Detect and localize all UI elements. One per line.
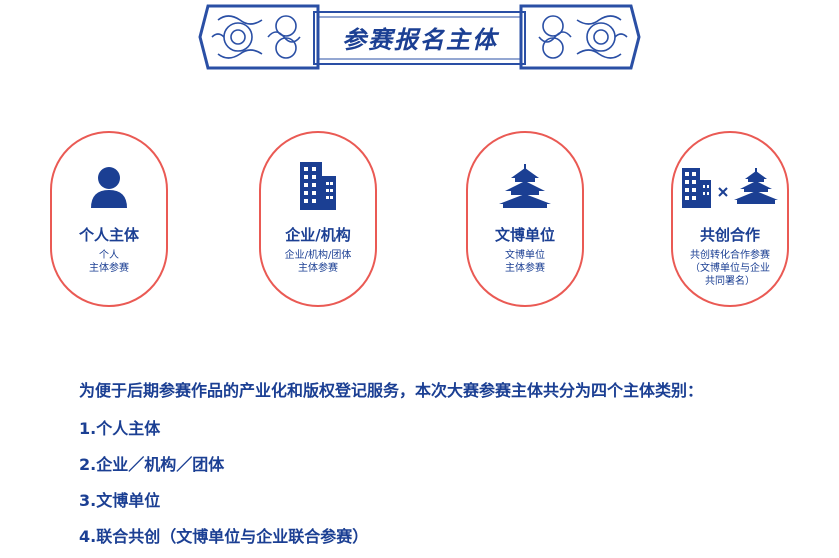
description: 为便于后期参赛作品的产业化和版权登记服务，本次大赛参赛主体共分为四个主体类别： … (79, 376, 819, 555)
participant-type-cards: 个人主体 个人 主体参赛 企业/机构 企业/机构/团体 主体参赛 (50, 131, 789, 307)
list-item: 4.联合共创（文博单位与企业联合参赛） (79, 527, 369, 546)
banner-ornament-frame (198, 4, 641, 70)
card-enterprise: 企业/机构 企业/机构/团体 主体参赛 (259, 131, 377, 307)
list-item: 2.企业／机构／团体 (79, 455, 225, 474)
card-title: 文博单位 (494, 226, 555, 244)
card-individual: 个人主体 个人 主体参赛 (50, 131, 168, 307)
building-icon (261, 159, 375, 213)
card-subtitle: 共创转化合作参赛 （文博单位与企业 共同署名） (690, 250, 770, 287)
card-subtitle: 文博单位 主体参赛 (505, 250, 545, 274)
title-banner (198, 0, 641, 74)
person-icon (52, 159, 166, 213)
card-title: 个人主体 (78, 226, 139, 244)
page-title: 参赛报名主体 (342, 24, 498, 54)
card-museum: 文博单位 文博单位 主体参赛 (466, 131, 584, 307)
card-subtitle: 个人 主体参赛 (89, 250, 129, 274)
card-co-creation: 共创合作 共创转化合作参赛 （文博单位与企业 共同署名） (671, 131, 789, 307)
building-times-temple-icon (673, 159, 787, 213)
card-subtitle: 企业/机构/团体 主体参赛 (284, 250, 352, 274)
card-title: 共创合作 (699, 226, 760, 244)
intro-text: 为便于后期参赛作品的产业化和版权登记服务，本次大赛参赛主体共分为四个主体类别： (79, 381, 704, 400)
temple-icon (468, 159, 582, 213)
list-item: 3.文博单位 (79, 491, 161, 510)
list-item: 1.个人主体 (79, 419, 161, 438)
card-title: 企业/机构 (285, 226, 351, 244)
